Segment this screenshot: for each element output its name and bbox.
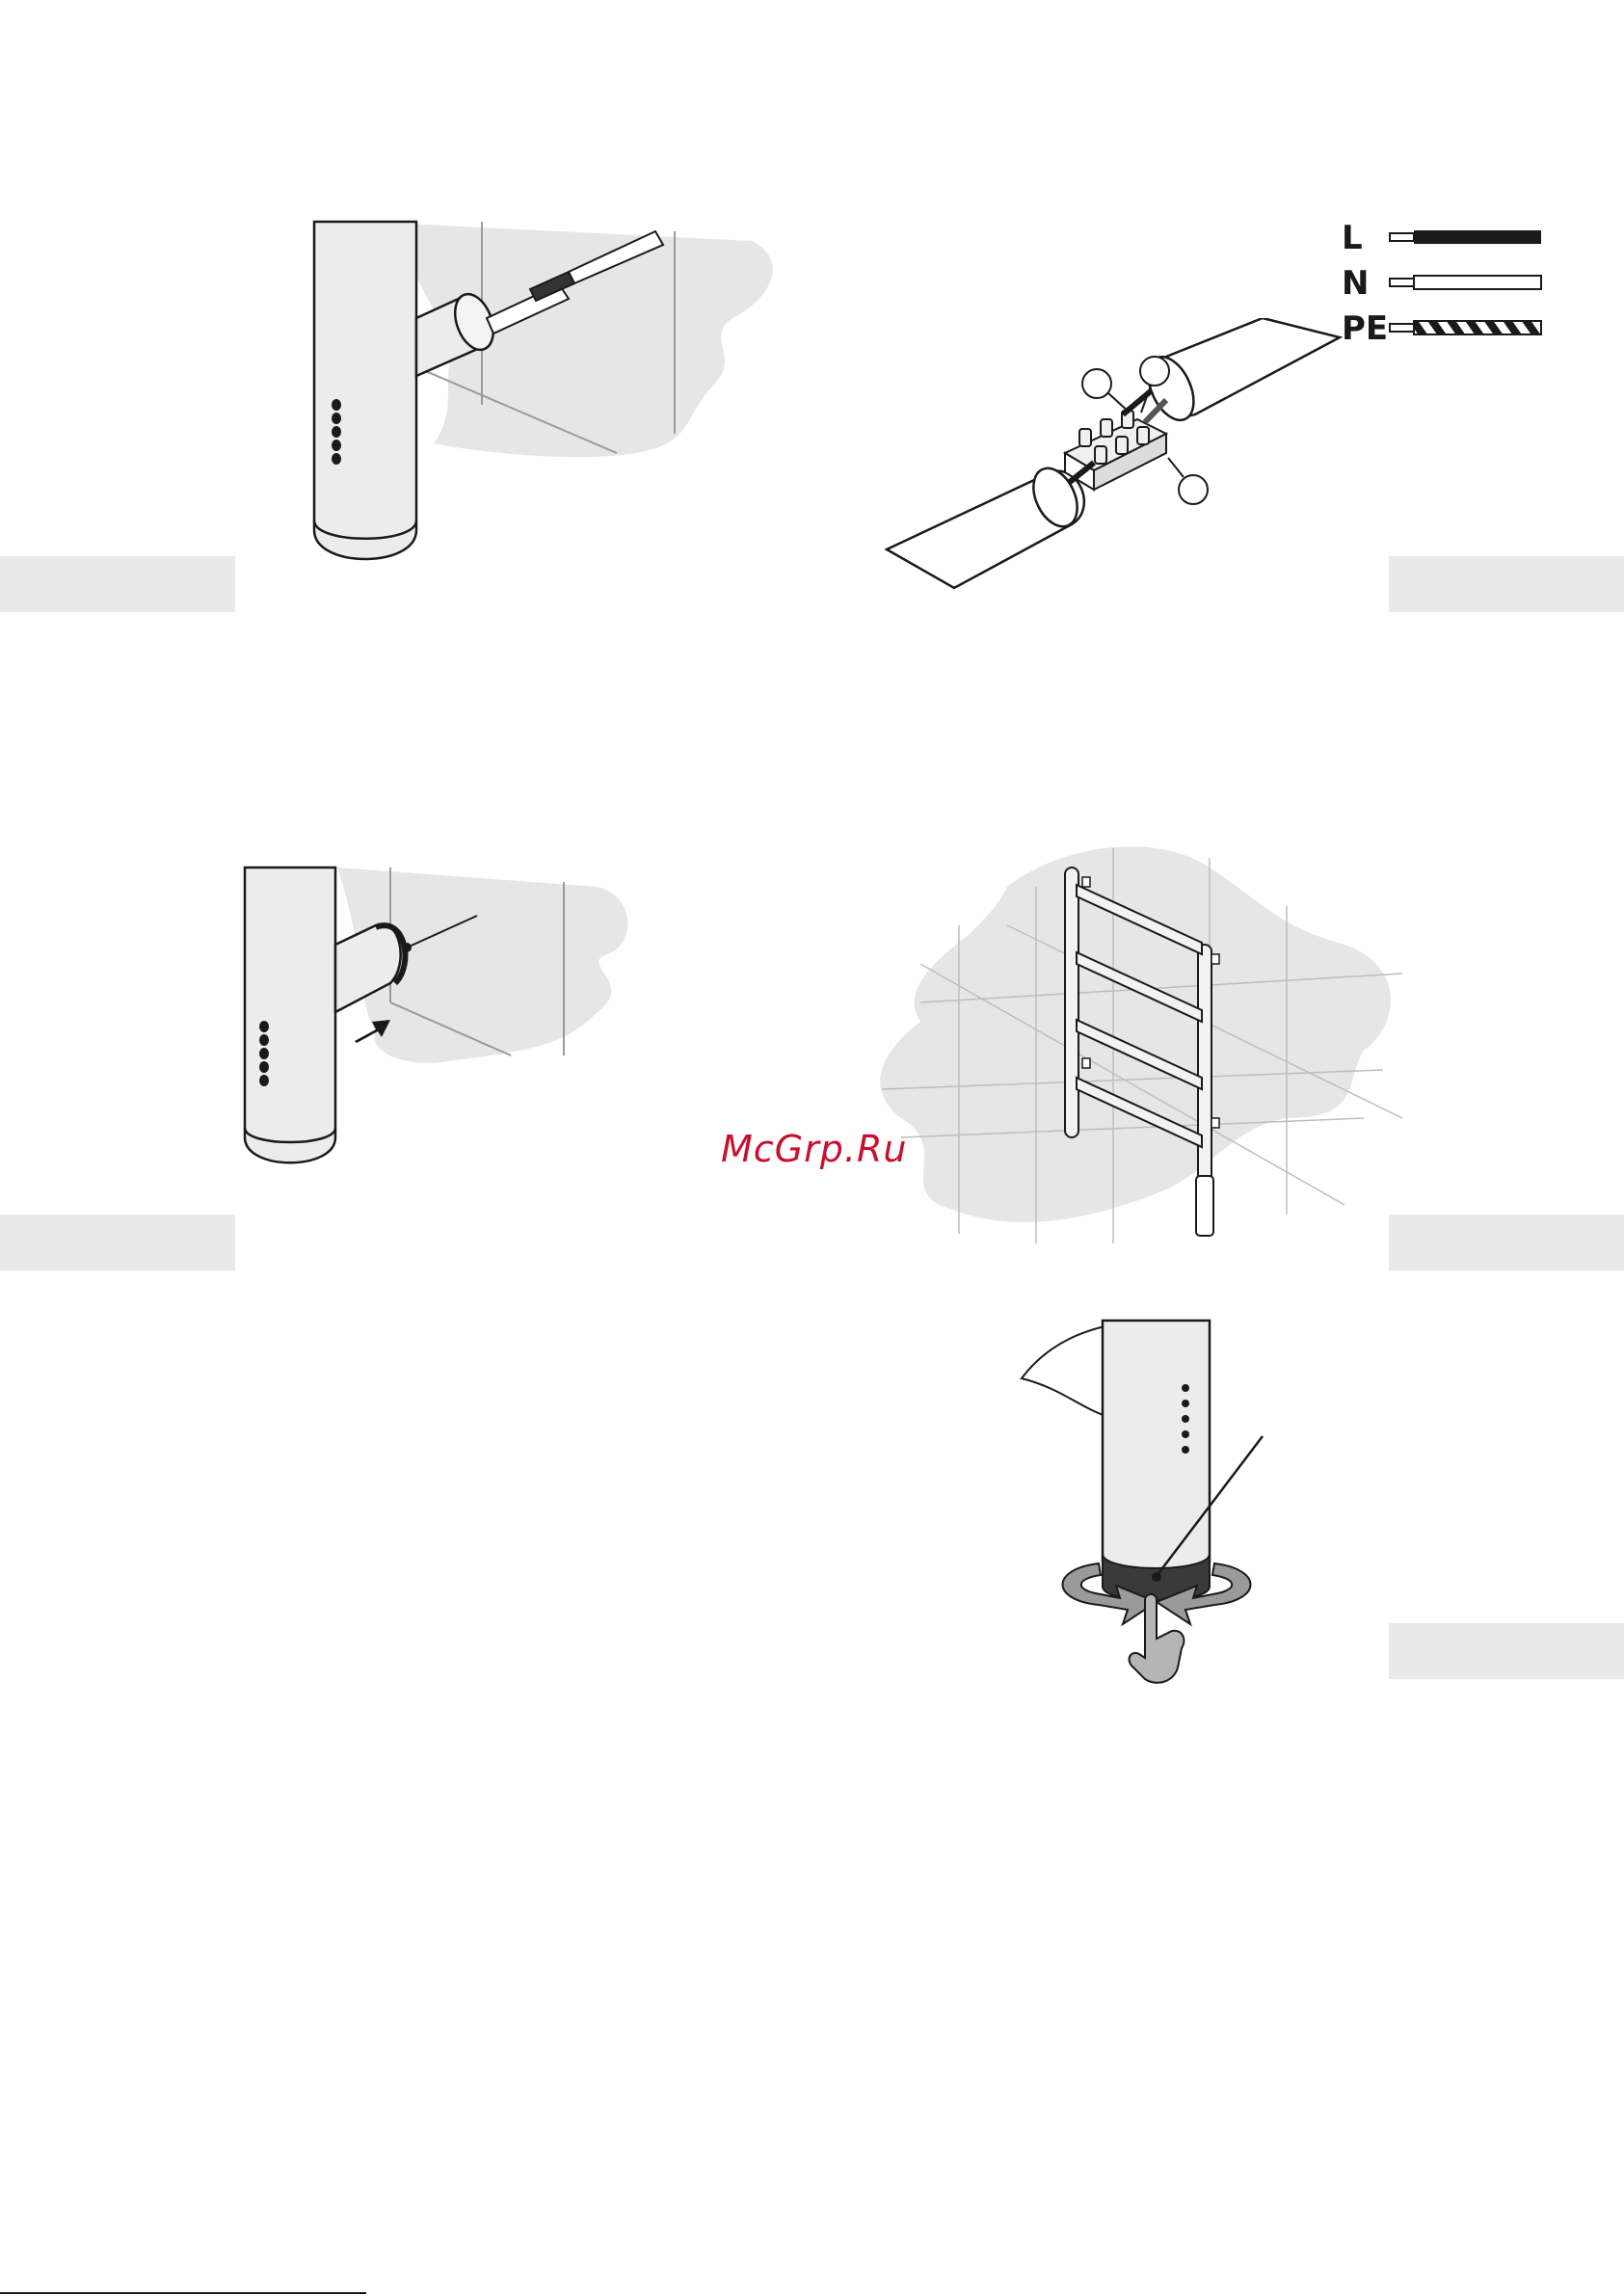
legend-label-n: N xyxy=(1342,267,1369,300)
terminal-block xyxy=(1065,411,1166,490)
figure-cover-slide xyxy=(231,858,646,1186)
wire-icon-pe xyxy=(1388,318,1547,337)
side-tab-left-2 xyxy=(0,1215,235,1270)
legend-label-l: L xyxy=(1342,222,1363,254)
side-tab-right-3 xyxy=(1389,1623,1624,1679)
wire-icon-n xyxy=(1388,273,1547,292)
indicator-dots xyxy=(332,399,341,465)
side-tab-right-1 xyxy=(1389,556,1624,612)
indicator-dots xyxy=(259,1021,269,1086)
cable-left xyxy=(887,462,1086,588)
figure-control-ring xyxy=(1012,1311,1291,1696)
heater-tube xyxy=(1103,1321,1210,1576)
figure-towel-rail xyxy=(863,829,1412,1263)
wire-icon-l xyxy=(1388,227,1547,247)
wall-patch xyxy=(1022,1325,1108,1417)
figure-terminal-wiring xyxy=(877,318,1349,598)
wall-patch xyxy=(880,846,1391,1222)
side-tab-left-1 xyxy=(0,556,235,612)
side-tab-right-2 xyxy=(1389,1215,1624,1270)
legend-label-pe: PE xyxy=(1342,312,1388,345)
bottom-rule xyxy=(0,2292,366,2294)
figure-heater-connector xyxy=(289,212,790,588)
watermark-text: McGrp.Ru xyxy=(721,1128,907,1170)
